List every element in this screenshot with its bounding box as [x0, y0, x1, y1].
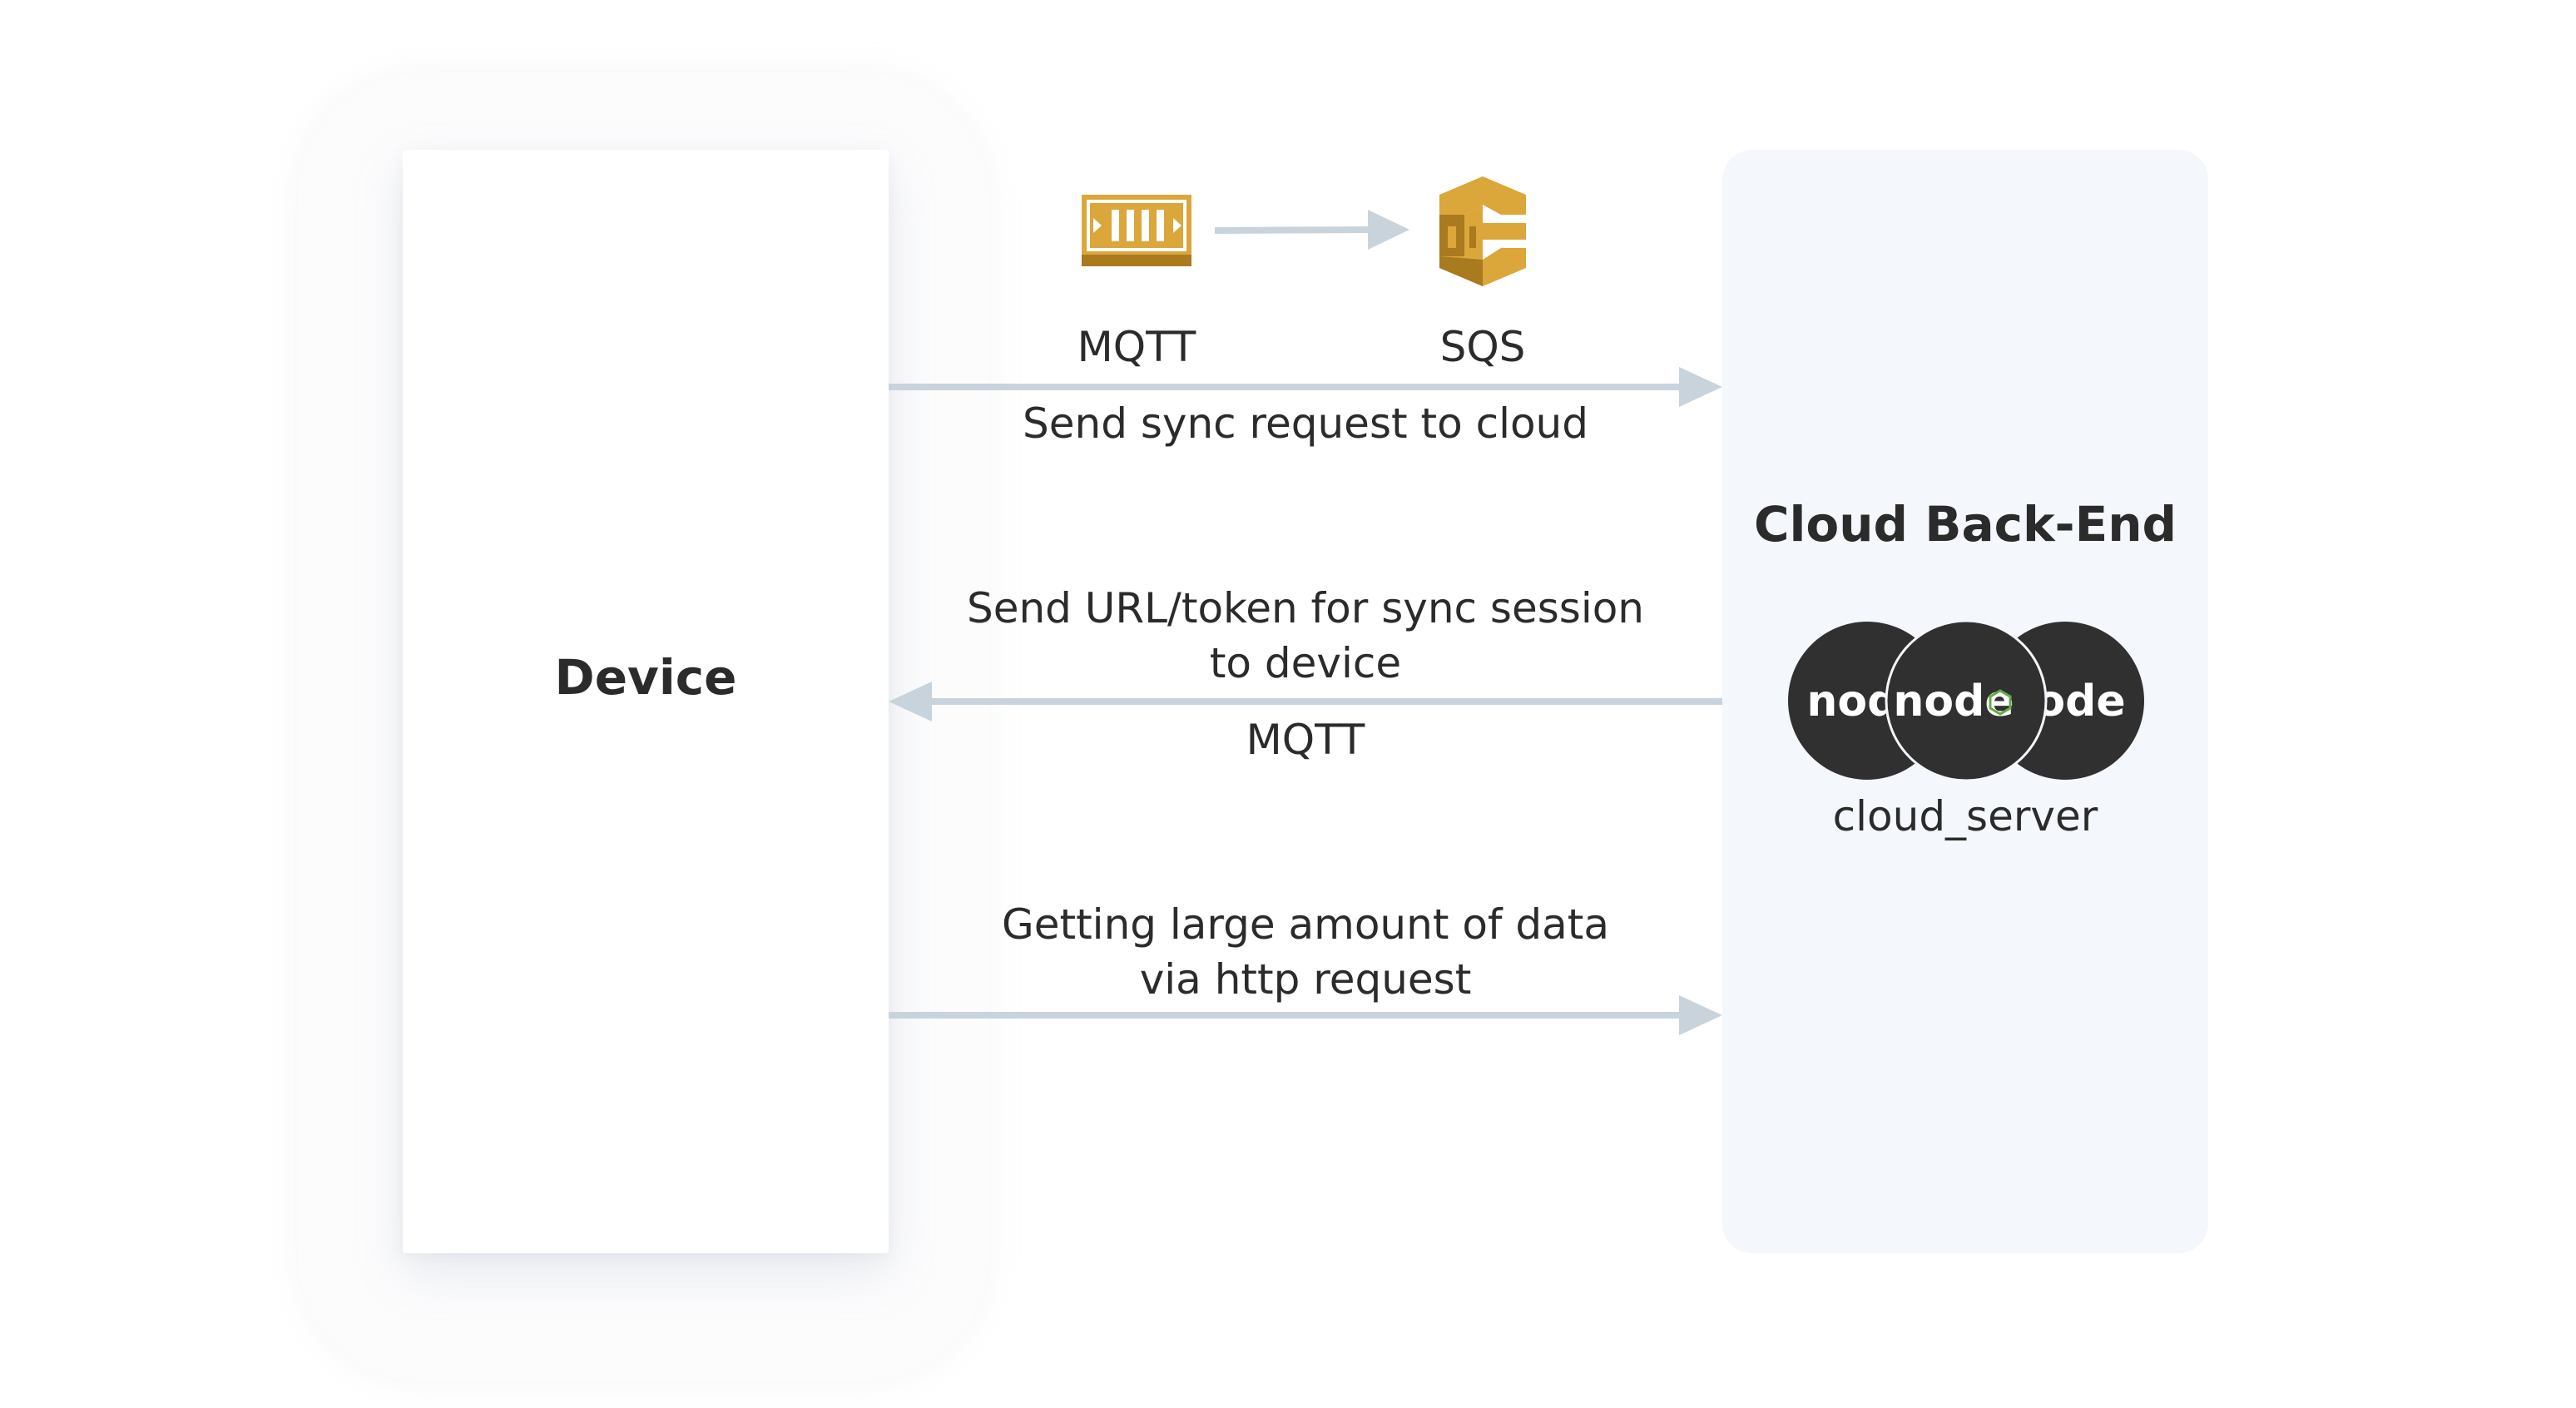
request-label: Send sync request to cloud	[1023, 399, 1588, 448]
node-server-logos: node node node	[1788, 619, 2144, 782]
cloud-server-label: cloud_server	[1832, 792, 2098, 840]
data-label-line2: via http request	[1139, 955, 1472, 1004]
sqs-label: SQS	[1439, 323, 1526, 371]
device-box	[403, 150, 889, 1253]
node-logo-center: node	[1885, 619, 2048, 782]
response-label-line1: Send URL/token for sync session	[966, 584, 1644, 632]
node-logo-center-text: node	[1893, 677, 2014, 726]
response-label-line2: to device	[1209, 639, 1402, 687]
response-arrow	[889, 682, 1722, 721]
device-label: Device	[554, 649, 737, 706]
data-arrow	[889, 995, 1722, 1035]
mqtt-label: MQTT	[1077, 323, 1196, 371]
request-arrow	[889, 367, 1722, 407]
mqtt-to-sqs-arrow	[1214, 210, 1409, 250]
cloud-backend-title: Cloud Back-End	[1753, 496, 2177, 553]
node-hexagon-icon	[1989, 689, 2012, 716]
mqtt-icon	[1082, 195, 1191, 266]
sqs-icon	[1439, 176, 1526, 286]
data-label-line1: Getting large amount of data	[1001, 900, 1610, 949]
response-protocol-label: MQTT	[1246, 716, 1365, 764]
